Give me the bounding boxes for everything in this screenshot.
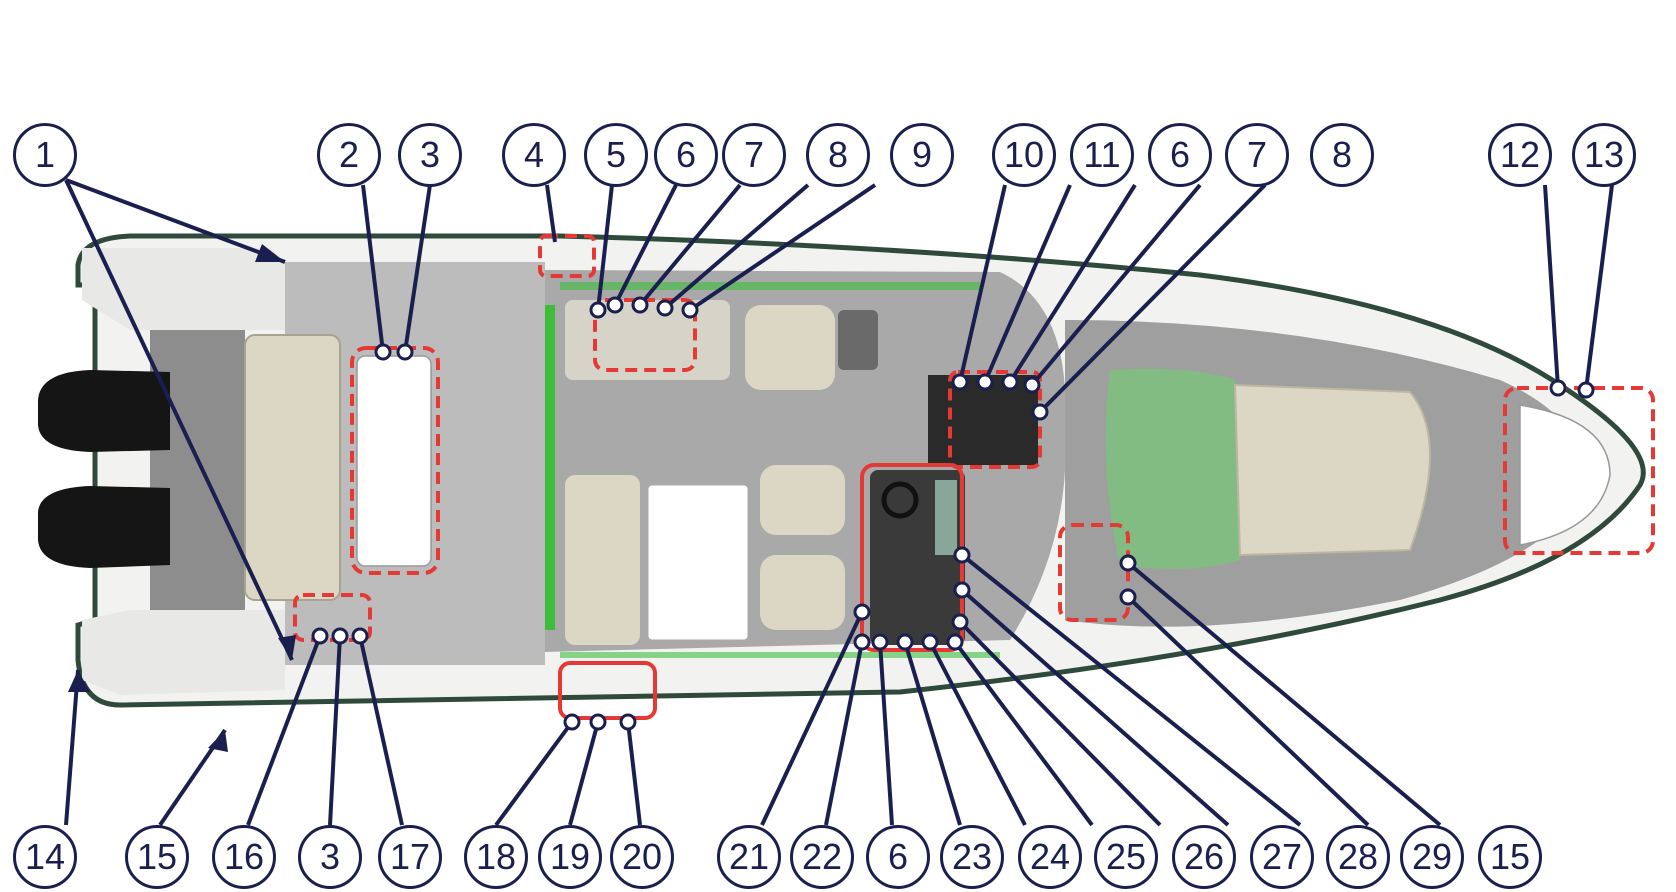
callout-label: 3 [419, 134, 441, 175]
callout-26: 26 [1172, 825, 1236, 889]
callout-5: 5 [584, 123, 648, 187]
callout-8: 8 [806, 123, 870, 187]
callout-label: 27 [1261, 836, 1303, 877]
callout-label: 7 [743, 134, 765, 175]
leader-lines [64, 178, 1614, 827]
swim-platform-port [82, 248, 285, 330]
swim-platform-starboard [82, 610, 285, 695]
windshield-bar-top [560, 282, 980, 290]
callout-22: 22 [790, 825, 854, 889]
callout-12: 12 [1488, 123, 1552, 187]
callout-label: 22 [801, 836, 843, 877]
callout-8b: 8 [1310, 123, 1374, 187]
callout-label: 4 [523, 134, 545, 175]
callout-label: 8 [1331, 134, 1353, 175]
callout-label: 15 [1489, 836, 1531, 877]
callout-17: 17 [378, 825, 442, 889]
windshield-bar-bottom [560, 652, 1000, 658]
callout-6c: 6 [866, 825, 930, 889]
bow-sunpad [1233, 383, 1431, 557]
callout-label: 11 [1083, 134, 1121, 175]
callout-label: 6 [1169, 134, 1191, 175]
callout-27: 27 [1250, 825, 1314, 889]
callout-label: 13 [1583, 134, 1625, 175]
callout-label: 15 [136, 836, 178, 877]
callout-23: 23 [940, 825, 1004, 889]
callout-label: 20 [621, 836, 663, 877]
callout-3b: 3 [298, 825, 362, 889]
anchor-locker [1519, 404, 1611, 546]
steering-wheel [881, 481, 919, 519]
callout-15: 15 [125, 825, 189, 889]
callout-25: 25 [1094, 825, 1158, 889]
callout-label: 25 [1105, 836, 1147, 877]
callout-label: 5 [605, 134, 627, 175]
co-pilot-seat [760, 465, 845, 535]
helm-seat [760, 555, 845, 630]
seat-backrest-port [838, 310, 878, 370]
callout-24: 24 [1018, 825, 1082, 889]
callout-label: 21 [728, 836, 770, 877]
callout-label: 24 [1029, 836, 1071, 877]
callout-1: 1 [13, 123, 77, 187]
callout-label: 29 [1411, 836, 1453, 877]
callout-4: 4 [502, 123, 566, 187]
helm-seat-port [745, 305, 835, 390]
cockpit-table [647, 484, 749, 641]
outboard-engine-port [38, 370, 170, 452]
callout-label: 6 [675, 134, 697, 175]
pointer-dots [311, 296, 1595, 731]
callout-label: 12 [1499, 134, 1541, 175]
callout-label: 19 [549, 836, 591, 877]
aft-bench [244, 334, 341, 601]
callout-label: 16 [223, 836, 265, 877]
callout-6b: 6 [1148, 123, 1212, 187]
callout-label: 23 [951, 836, 993, 877]
callout-15b: 15 [1478, 825, 1542, 889]
galley-unit [565, 300, 730, 380]
callout-9: 9 [890, 123, 954, 187]
bow-windshield [1105, 368, 1240, 569]
callout-label: 14 [24, 836, 66, 877]
callout-label: 2 [338, 134, 360, 175]
arrowheads [68, 244, 296, 752]
chartplotter-screen [935, 480, 957, 555]
callout-11: 11 [1070, 123, 1134, 187]
callout-label: 18 [475, 836, 517, 877]
callout-label: 26 [1183, 836, 1225, 877]
callout-label: 17 [389, 836, 431, 877]
callout-16: 16 [212, 825, 276, 889]
callout-6: 6 [654, 123, 718, 187]
callout-label: 3 [319, 836, 341, 877]
aft-cooler [356, 355, 432, 567]
callout-label: 1 [34, 134, 56, 175]
callout-label: 9 [911, 134, 933, 175]
callout-7b: 7 [1225, 123, 1289, 187]
callout-18: 18 [464, 825, 528, 889]
callout-10: 10 [992, 123, 1056, 187]
callout-20: 20 [610, 825, 674, 889]
callout-label: 10 [1003, 134, 1045, 175]
callout-label: 6 [887, 836, 909, 877]
callout-label: 28 [1337, 836, 1379, 877]
callout-3: 3 [398, 123, 462, 187]
windshield-bar-aft [545, 305, 555, 630]
callout-label: 7 [1246, 134, 1268, 175]
callout-13: 13 [1572, 123, 1636, 187]
callout-21: 21 [717, 825, 781, 889]
callout-label: 8 [827, 134, 849, 175]
callout-7: 7 [722, 123, 786, 187]
callout-19: 19 [538, 825, 602, 889]
callout-14: 14 [13, 825, 77, 889]
callout-2: 2 [317, 123, 381, 187]
outboard-engine-starboard [38, 486, 170, 568]
callout-29: 29 [1400, 825, 1464, 889]
callout-28: 28 [1326, 825, 1390, 889]
lounge-bench [565, 475, 640, 645]
